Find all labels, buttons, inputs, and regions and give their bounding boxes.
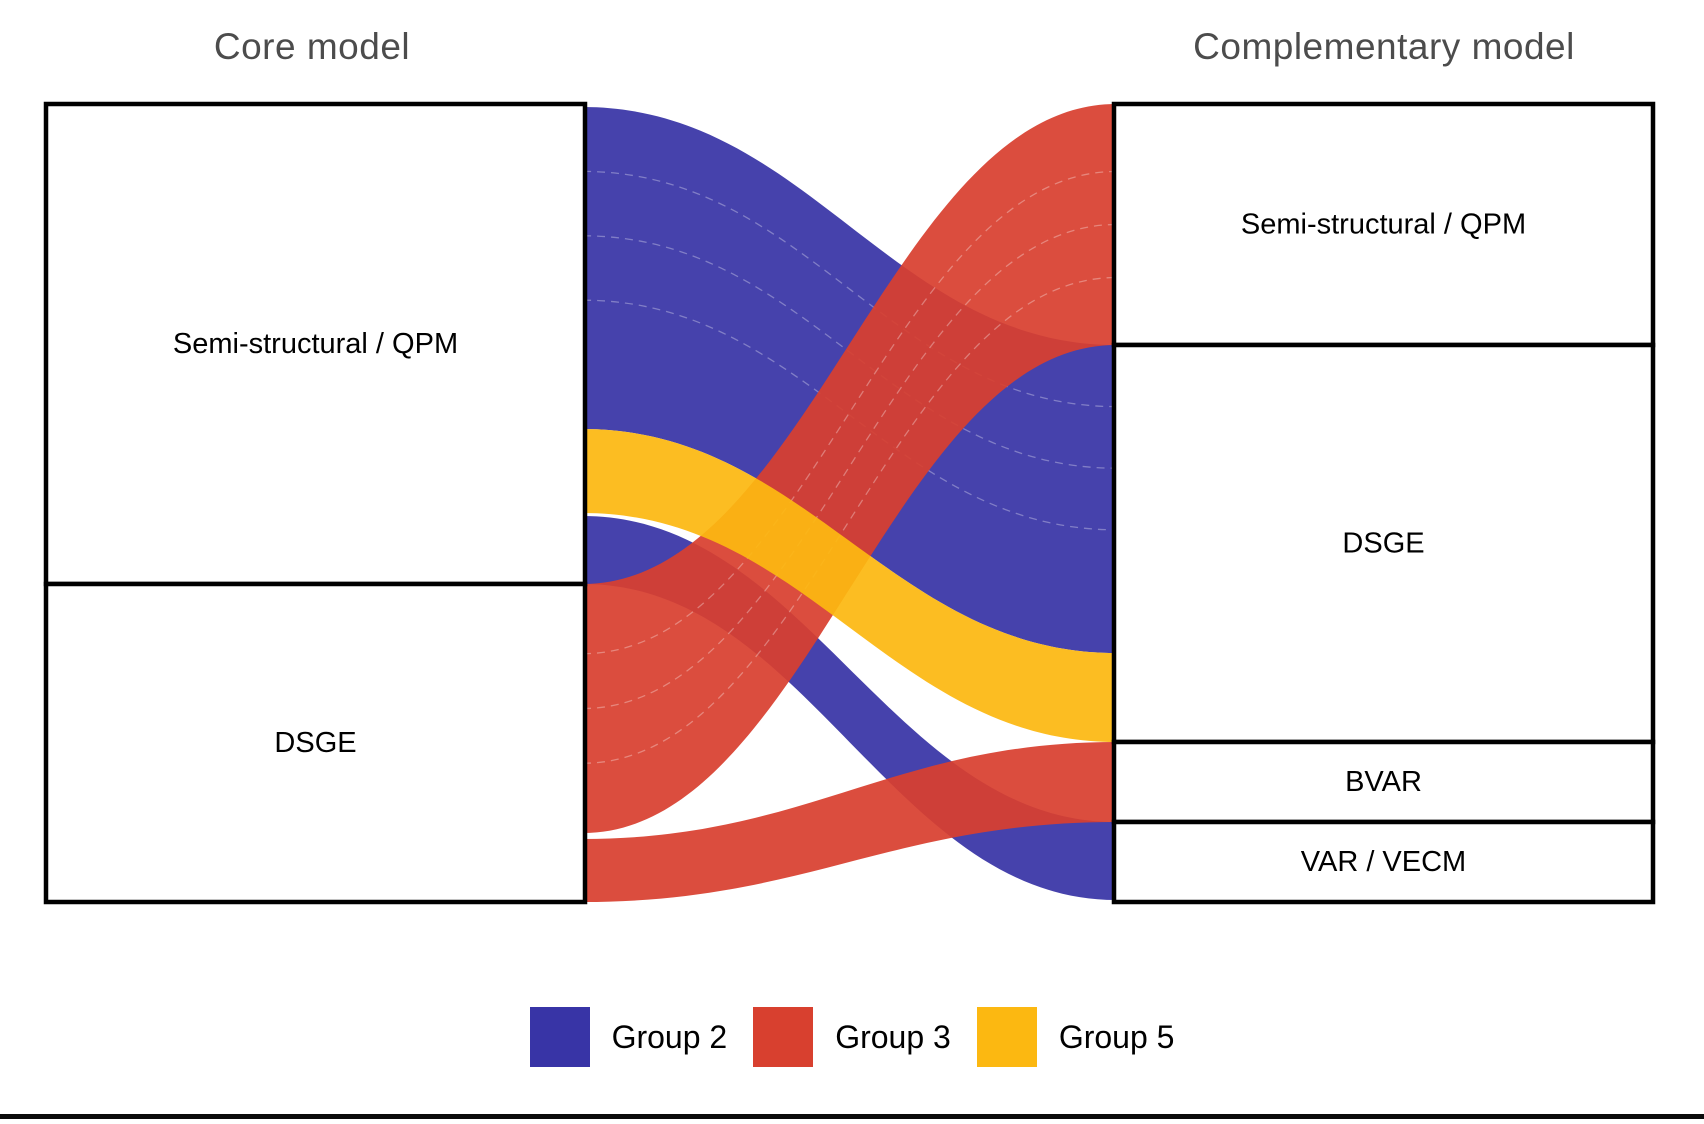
- legend-label-group-2: Group 2: [611, 1018, 728, 1055]
- node-label-dsge: DSGE: [1342, 528, 1424, 560]
- legend-item-group-3: Group 3: [753, 1007, 951, 1067]
- flow-separator-line: [582, 170, 1117, 408]
- flow-group-3-dsge-to-bvar: [583, 742, 1116, 902]
- column-title-complementary-model: Complementary model: [1193, 26, 1575, 67]
- node-label-bvar: BVAR: [1345, 766, 1422, 798]
- column-title-core-model: Core model: [213, 26, 411, 67]
- bottom-rule: [0, 1114, 1704, 1119]
- legend-swatch-group-3: [753, 1007, 814, 1067]
- node-right-semi-structural-qpm: Semi-structural / QPM: [1111, 101, 1656, 348]
- node-label-dsge: DSGE: [274, 727, 356, 759]
- node-label-semi-structural-qpm: Semi-structural / QPM: [1241, 209, 1526, 241]
- legend-swatch-group-5: [976, 1007, 1037, 1067]
- legend-swatch-group-2: [529, 1007, 590, 1067]
- legend: Group 2 Group 3 Group 5: [0, 1005, 1704, 1069]
- node-right-var-vecm: VAR / VECM: [1111, 819, 1656, 905]
- flow-group-3-dsge-to-semi-structural-qpm: [582, 104, 1117, 833]
- node-label-var-vecm: VAR / VECM: [1301, 846, 1466, 878]
- node-right-dsge: DSGE: [1111, 342, 1656, 745]
- node-right-bvar: BVAR: [1111, 739, 1656, 825]
- legend-item-group-2: Group 2: [529, 1007, 728, 1067]
- legend-item-group-5: Group 5: [976, 1007, 1175, 1067]
- legend-label-group-5: Group 5: [1058, 1018, 1175, 1055]
- node-label-semi-structural-qpm: Semi-structural / QPM: [173, 328, 458, 360]
- node-left-semi-structural-qpm: Semi-structural / QPM: [43, 101, 588, 587]
- node-left-dsge: DSGE: [43, 581, 588, 905]
- legend-label-group-3: Group 3: [835, 1018, 951, 1055]
- flow-group-5-semi-structural-qpm-to-dsge: [583, 429, 1116, 742]
